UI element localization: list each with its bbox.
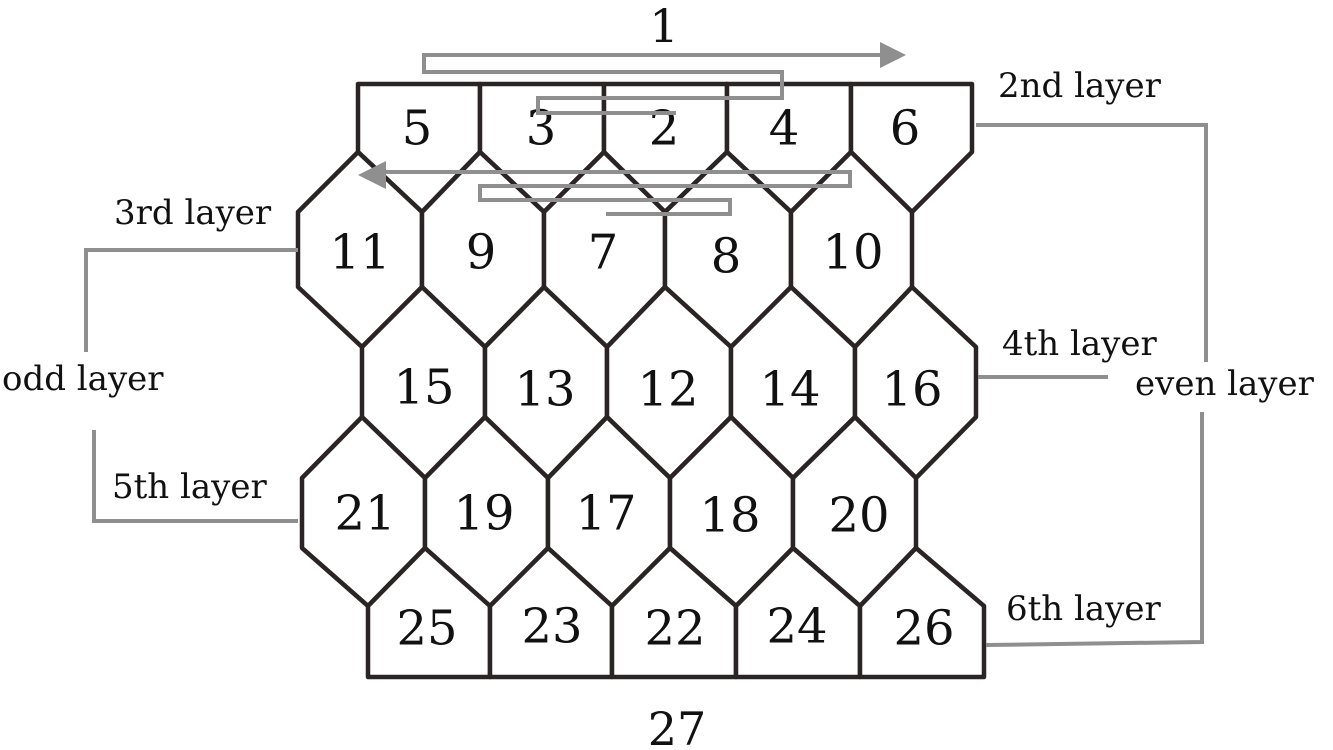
even-layer-bracket xyxy=(976,123,1208,647)
row2-order-path xyxy=(422,53,895,115)
cell-label-24: 24 xyxy=(766,599,827,655)
cell-label-13: 13 xyxy=(514,362,575,418)
layer-4-cells: 15 13 12 14 16 xyxy=(359,284,979,481)
top-label: 1 xyxy=(649,0,678,53)
cell-label-16: 16 xyxy=(881,362,942,418)
layer-6-cells: 25 23 22 24 26 xyxy=(365,545,987,680)
cell-label-22: 22 xyxy=(644,601,705,657)
label-even-layer: even layer xyxy=(1135,364,1315,404)
cell-label-3: 3 xyxy=(526,101,557,157)
row3-order-path xyxy=(372,170,852,216)
label-6th-layer: 6th layer xyxy=(1006,589,1161,629)
cell-label-20: 20 xyxy=(828,488,889,544)
row2-order-arrowhead xyxy=(880,42,906,68)
cell-label-18: 18 xyxy=(699,488,760,544)
cell-label-21: 21 xyxy=(334,486,395,542)
label-3rd-layer: 3rd layer xyxy=(114,193,272,233)
cell-label-12: 12 xyxy=(637,362,698,418)
cell-label-11: 11 xyxy=(329,225,390,281)
row3-order-arrowhead xyxy=(358,161,386,189)
cell-row6-5 xyxy=(857,545,987,680)
odd-layer-bracket xyxy=(84,248,298,523)
label-2nd-layer: 2nd layer xyxy=(998,66,1162,106)
label-odd-layer: odd layer xyxy=(2,359,164,399)
cell-label-10: 10 xyxy=(822,225,883,281)
cell-label-23: 23 xyxy=(521,599,582,655)
cell-label-26: 26 xyxy=(893,601,954,657)
cell-label-25: 25 xyxy=(396,601,457,657)
layer-5-cells: 21 19 17 18 20 xyxy=(299,414,919,609)
cell-label-5: 5 xyxy=(402,101,433,157)
cell-label-6: 6 xyxy=(890,101,921,157)
cell-label-15: 15 xyxy=(393,360,454,416)
cell-label-14: 14 xyxy=(759,362,820,418)
ordering-arrows xyxy=(358,42,906,216)
cell-label-4: 4 xyxy=(769,101,800,157)
cell-label-19: 19 xyxy=(453,486,514,542)
label-5th-layer: 5th layer xyxy=(112,467,267,507)
label-4th-layer: 4th layer xyxy=(1002,324,1157,364)
cell-label-17: 17 xyxy=(575,486,636,542)
cell-label-8: 8 xyxy=(711,229,742,285)
cell-label-7: 7 xyxy=(588,225,619,281)
cell-label-9: 9 xyxy=(466,225,497,281)
bottom-label: 27 xyxy=(648,702,707,750)
cell-label-2: 2 xyxy=(649,101,680,157)
